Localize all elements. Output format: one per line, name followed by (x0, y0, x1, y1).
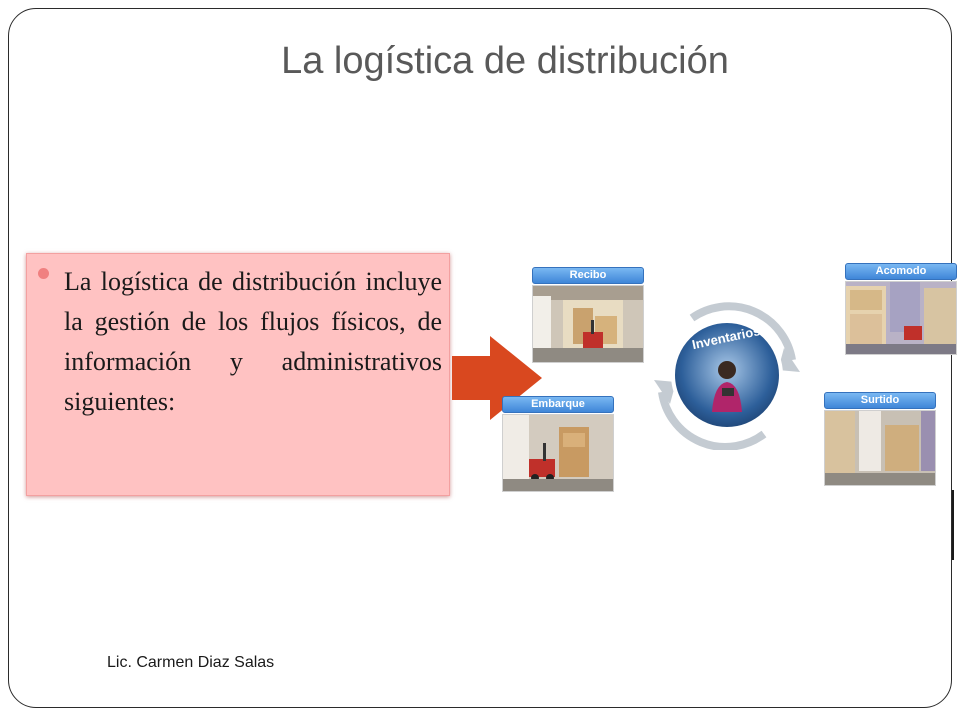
step-label: Acomodo (845, 263, 957, 280)
step-card-surtido: Surtido (824, 392, 936, 488)
footer-author: Lic. Carmen Diaz Salas (107, 654, 275, 671)
bullet-text-box (26, 253, 450, 496)
edge-line (952, 490, 954, 560)
inventory-cycle-diagram: Inventarios (654, 302, 800, 450)
right-arrow-icon (452, 336, 542, 420)
step-label: Embarque (502, 396, 614, 413)
warehouse-photo (532, 285, 644, 363)
step-card-recibo: Recibo (532, 267, 644, 363)
step-card-embarque: Embarque (502, 396, 614, 492)
warehouse-photo (845, 281, 957, 355)
slide-title: La logística de distribución (281, 40, 729, 82)
step-label: Surtido (824, 392, 936, 409)
warehouse-photo (824, 410, 936, 486)
step-card-acomodo: Acomodo (845, 263, 957, 359)
warehouse-photo (502, 414, 614, 492)
bullet-text: La logística de distribución incluye la … (64, 267, 442, 416)
step-label: Recibo (532, 267, 644, 284)
bullet-marker (38, 268, 49, 279)
